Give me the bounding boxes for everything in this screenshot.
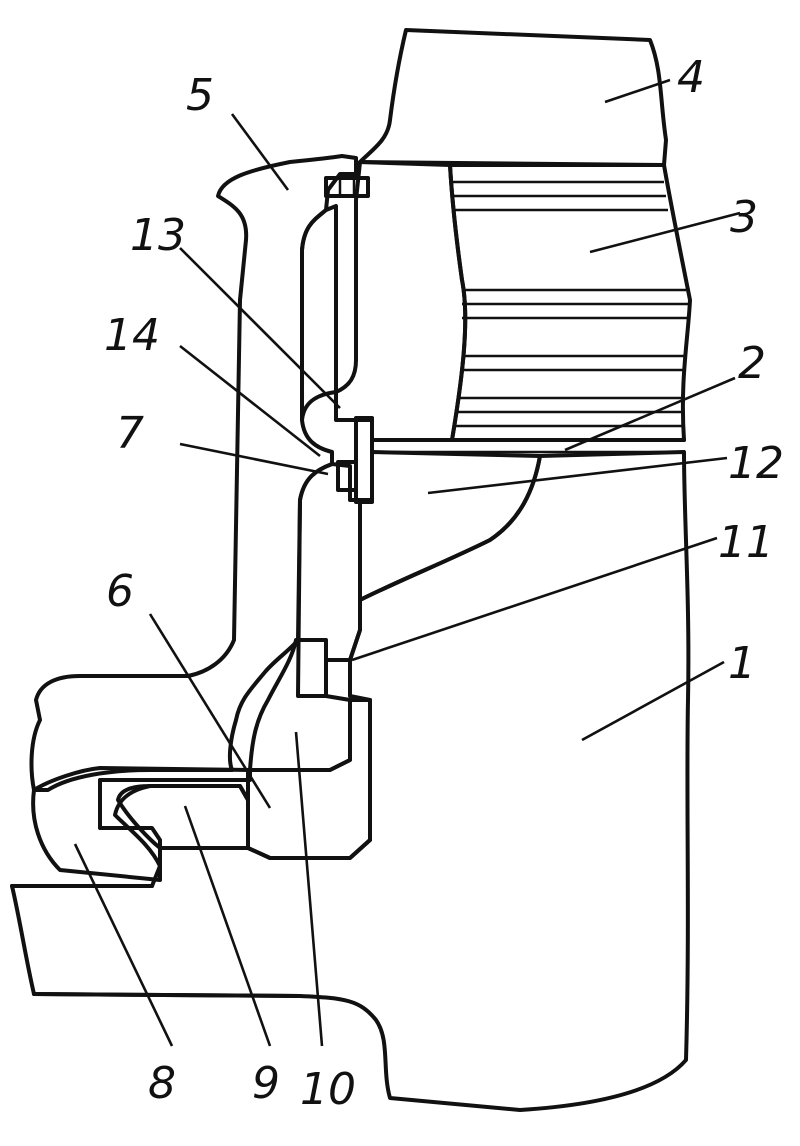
callout-2: 2 <box>738 338 766 389</box>
callout-4: 4 <box>677 52 705 103</box>
part-14-pin <box>356 418 372 502</box>
callout-6: 6 <box>106 566 134 617</box>
callout-13: 13 <box>130 210 186 261</box>
callout-5: 5 <box>186 70 214 121</box>
callout-9: 9 <box>252 1058 280 1109</box>
callout-10: 10 <box>300 1064 356 1115</box>
part-3-laminations <box>452 182 690 426</box>
part-12-crescent <box>360 452 540 600</box>
callout-8: 8 <box>148 1058 176 1109</box>
part-2-holder <box>336 162 465 440</box>
callout-7: 7 <box>116 408 144 459</box>
callout-3: 3 <box>730 192 758 243</box>
inner-slot-lower <box>298 464 360 696</box>
callout-1: 1 <box>728 638 756 689</box>
callout-14: 14 <box>104 310 160 361</box>
callout-12: 12 <box>728 438 784 489</box>
callout-11: 11 <box>718 517 774 568</box>
